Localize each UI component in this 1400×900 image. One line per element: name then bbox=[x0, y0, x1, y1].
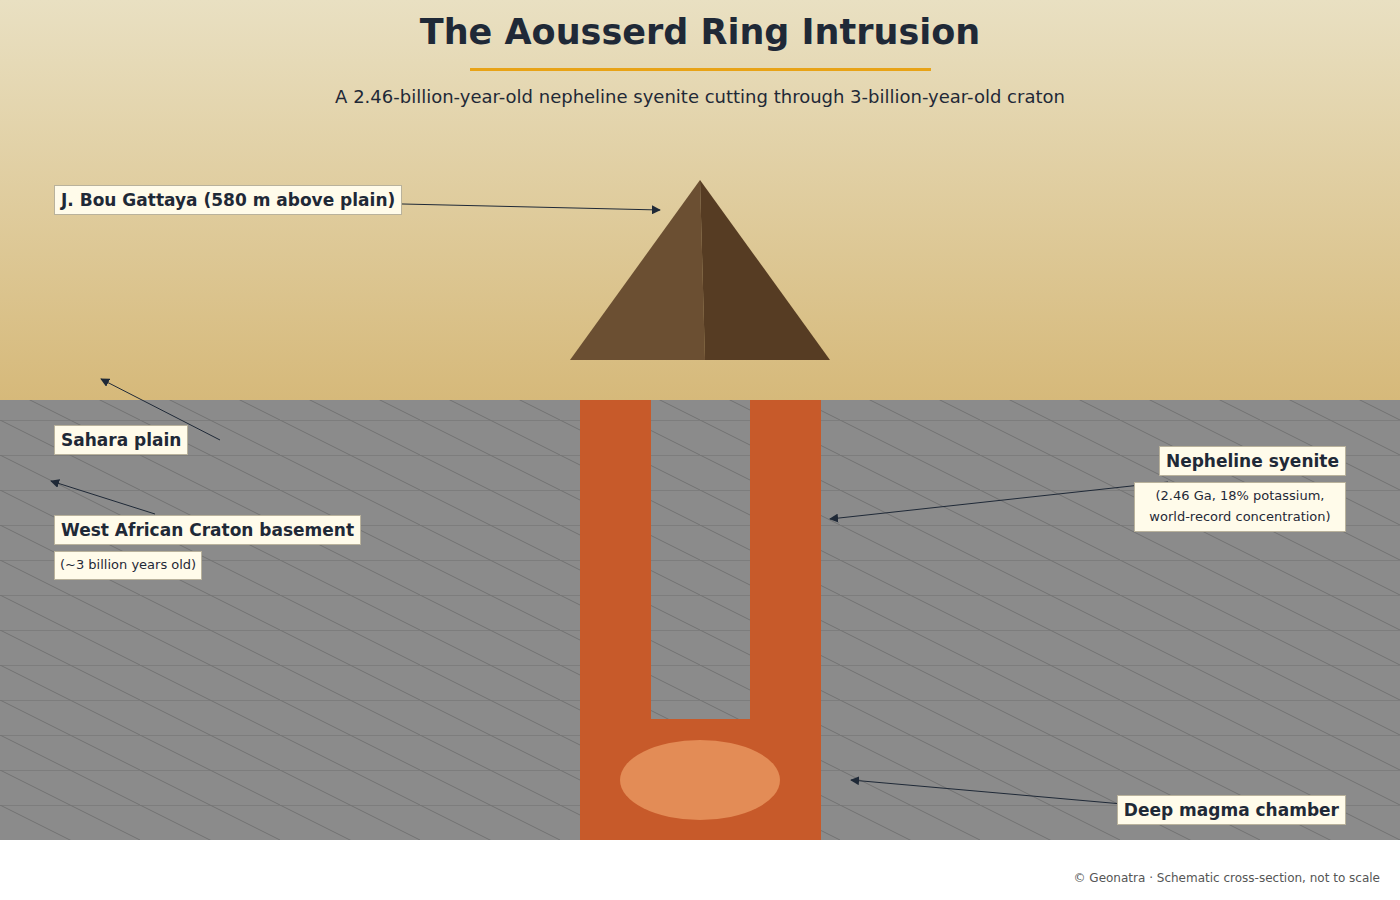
label-box: West African Craton basement (~3 billion … bbox=[54, 515, 361, 580]
label-detail: (~3 billion years old) bbox=[54, 551, 202, 580]
leader-line bbox=[51, 481, 155, 514]
label-heading: Sahara plain bbox=[54, 425, 188, 455]
ring-core bbox=[651, 400, 750, 719]
label-heading: J. Bou Gattaya (580 m above plain) bbox=[54, 185, 402, 215]
label-box: Nepheline syenite (2.46 Ga, 18% potassium… bbox=[1134, 446, 1346, 532]
syenite-dyke bbox=[580, 400, 821, 840]
magma-chamber bbox=[620, 740, 780, 820]
subtitle: A 2.46-billion-year-old nepheline syenit… bbox=[0, 86, 1400, 107]
label-box: Sahara plain bbox=[54, 425, 188, 455]
label-heading: Nepheline syenite bbox=[1159, 446, 1346, 476]
mountain-face bbox=[570, 180, 705, 360]
mountain-shadow bbox=[700, 180, 830, 360]
leader-line bbox=[360, 203, 660, 210]
sky bbox=[0, 0, 1400, 400]
leader-line bbox=[830, 482, 1168, 519]
label-box: J. Bou Gattaya (580 m above plain) bbox=[54, 185, 402, 215]
label-heading: West African Craton basement bbox=[54, 515, 361, 545]
label-detail: (2.46 Ga, 18% potassium, world-record co… bbox=[1134, 482, 1346, 532]
footer-note: © Geonatra · Schematic cross-section, no… bbox=[1074, 871, 1380, 885]
leader-lines bbox=[51, 203, 1168, 806]
label-box: Deep magma chamber bbox=[1117, 795, 1346, 825]
title: The Aousserd Ring Intrusion bbox=[0, 12, 1400, 52]
title-underline bbox=[470, 68, 931, 71]
leader-line bbox=[851, 780, 1145, 806]
craton-ground bbox=[0, 400, 1400, 840]
label-heading: Deep magma chamber bbox=[1117, 795, 1346, 825]
